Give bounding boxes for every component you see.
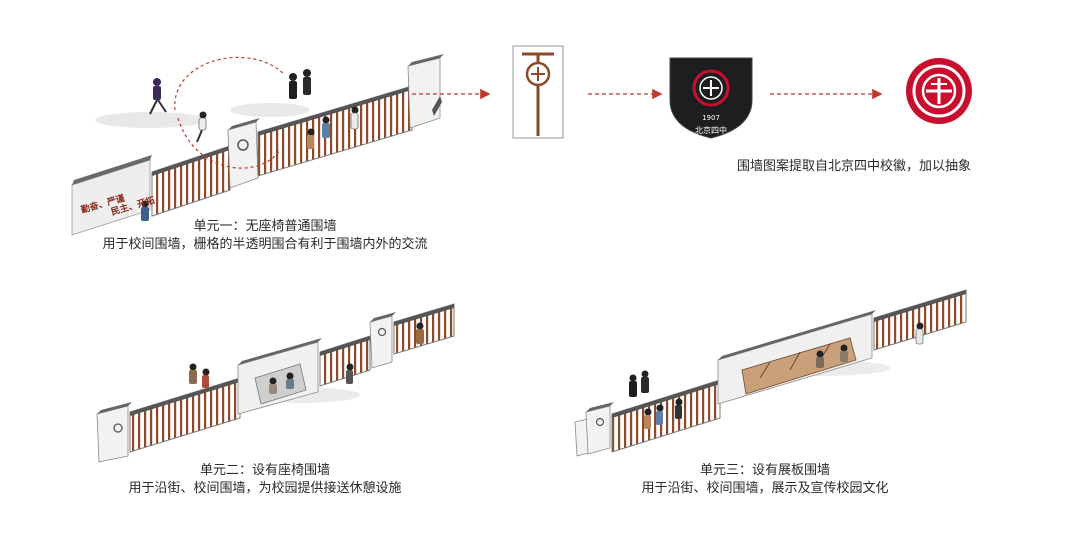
emblem-year: 1907 (702, 114, 720, 122)
unit2-caption: 单元二：设有座椅围墙 用于沿街、校间围墙，为校园提供接送休憩设施 (115, 462, 415, 498)
unit2-wall-scene (96, 303, 455, 463)
unit1-description: 用于校间围墙，栅格的半透明围合有利于围墙内外的交流 (102, 237, 428, 252)
fence-pattern-panel (512, 45, 564, 139)
fence-section (151, 145, 231, 217)
unit3-wall-scene (574, 289, 967, 457)
unit2-description: 用于沿街、校间围墙，为校园提供接送休憩设施 (128, 481, 402, 496)
school-shield-emblem-icon: 1907 北京四中 (669, 57, 753, 139)
fence-section (129, 377, 241, 453)
unit3-description: 用于沿街、校间围墙，展示及宣传校园文化 (641, 481, 889, 496)
people-figures (189, 322, 424, 394)
fence-section (393, 303, 455, 355)
unit3-caption: 单元三：设有展板围墙 用于沿街、校间围墙，展示及宣传校园文化 (620, 462, 910, 498)
emblem-school-text: 北京四中 (695, 125, 727, 135)
unit2-title: 单元二：设有座椅围墙 (199, 463, 330, 478)
unit1-wall-scene (71, 54, 491, 236)
unit1-title: 单元一：无座椅普通围墙 (193, 219, 337, 234)
fence-section (611, 379, 721, 453)
pillar (227, 121, 259, 189)
unit1-caption: 单元一：无座椅普通围墙 用于校间围墙，栅格的半透明围合有利于围墙内外的交流 (90, 218, 440, 254)
display-board (741, 337, 857, 395)
emblem-source-note: 围墙图案提取自北京四中校徽，加以抽象 (737, 159, 972, 174)
fence-section (319, 335, 371, 387)
emblem-motif-icon (237, 139, 249, 151)
people-figures (141, 69, 359, 221)
fence-section (257, 85, 413, 177)
people-figures (629, 322, 924, 429)
abstract-red-emblem-icon (906, 58, 972, 124)
unit3-title: 单元三：设有展板围墙 (699, 463, 830, 478)
